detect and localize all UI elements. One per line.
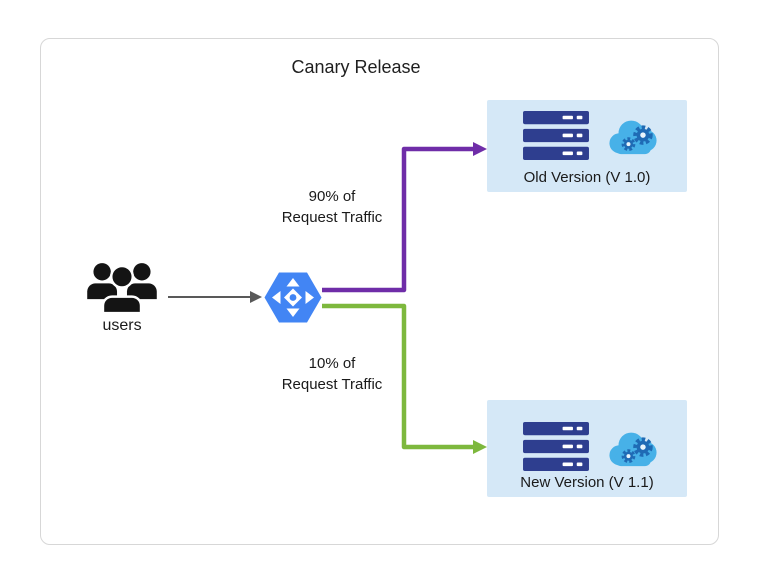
server-bars	[523, 111, 589, 160]
gear-small	[621, 137, 636, 152]
users-icon	[87, 263, 157, 315]
person-body	[126, 283, 157, 300]
cloud-gears-icon	[609, 432, 657, 467]
center-dot	[289, 294, 297, 301]
gear-small	[621, 449, 636, 464]
arrow-up	[286, 278, 300, 287]
node-old-version: Old Version (V 1.0)	[487, 100, 687, 192]
cloud-gears-icon	[609, 120, 657, 155]
person-body	[101, 295, 143, 315]
server-icon	[523, 111, 589, 160]
server-leds	[562, 115, 583, 156]
gear-large	[633, 125, 653, 145]
users-label: users	[102, 317, 142, 334]
person-body	[87, 283, 118, 300]
arrow-left	[272, 291, 281, 304]
node-new-version: New Version (V 1.1)	[487, 400, 687, 497]
diagram-title: Canary Release	[291, 57, 421, 77]
users-silhouettes	[87, 263, 157, 315]
new-version-label: New Version (V 1.1)	[520, 474, 654, 491]
edge-label-old-traffic: 90% of Request Traffic	[281, 188, 383, 226]
server-bars	[523, 422, 589, 471]
gear-large	[633, 437, 653, 457]
load-balancer-icon	[264, 272, 322, 323]
edge-label-new-traffic: 10% of Request Traffic	[281, 355, 383, 393]
arrow-down	[286, 308, 300, 317]
server-leds	[562, 426, 583, 467]
person-head	[93, 263, 111, 281]
old-version-label: Old Version (V 1.0)	[523, 169, 651, 186]
person-head	[133, 263, 151, 281]
person-head	[109, 264, 135, 289]
server-icon	[523, 422, 589, 471]
arrow-right	[305, 291, 314, 304]
